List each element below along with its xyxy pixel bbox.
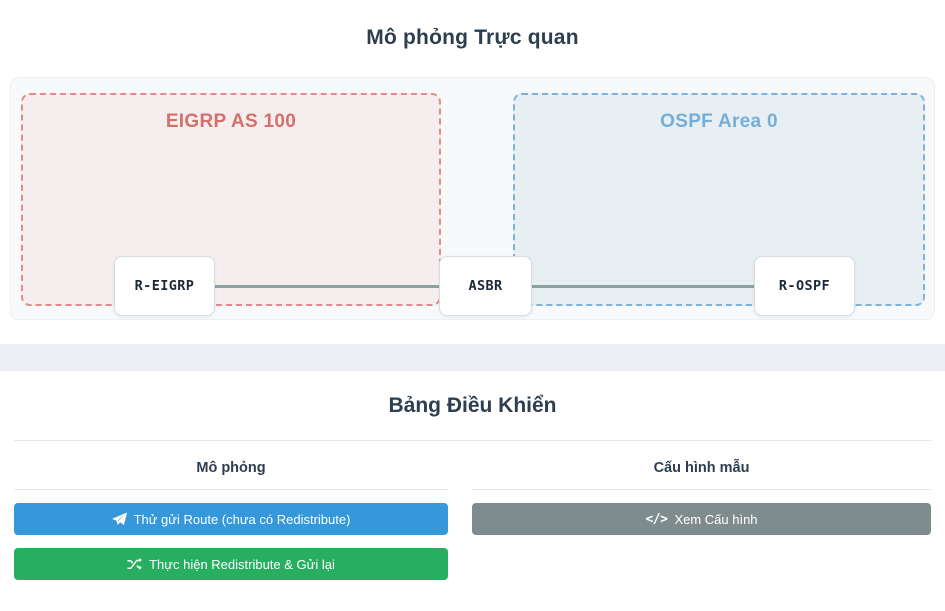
panel-column-config: Cấu hình mẫu </> Xem Cấu hình [462,441,945,580]
zone-ospf: OSPF Area 0 [513,93,925,306]
view-config-button-label: Xem Cấu hình [674,511,758,527]
code-icon: </> [645,511,668,527]
link-asbr-ospf [523,285,763,288]
column-rule-simulation [14,489,448,490]
topology-diagram: EIGRP AS 100 OSPF Area 0 R-EIGRP ASBR R-… [10,77,935,320]
send-route-button-label: Thử gửi Route (chưa có Redistribute) [133,511,351,527]
router-node-r-eigrp[interactable]: R-EIGRP [114,256,215,316]
section-separator [0,344,945,371]
zone-eigrp: EIGRP AS 100 [21,93,441,306]
control-panel-section: Bảng Điều Khiển Mô phỏng Thử gửi Route (… [0,371,945,580]
page-title: Mô phỏng Trực quan [366,26,579,49]
router-node-asbr[interactable]: ASBR [439,256,532,316]
column-heading-simulation: Mô phỏng [196,460,266,476]
column-rule-config [472,489,931,490]
view-config-button[interactable]: </> Xem Cấu hình [472,503,931,535]
redistribute-button-label: Thực hiện Redistribute & Gửi lại [149,556,335,572]
shuffle-icon [127,557,143,572]
panel-columns: Mô phỏng Thử gửi Route (chưa có Redistri… [0,441,945,580]
panel-divider [14,440,931,441]
panel-column-simulation: Mô phỏng Thử gửi Route (chưa có Redistri… [0,441,462,580]
control-panel-title: Bảng Điều Khiển [388,394,557,417]
link-eigrp-asbr [206,285,446,288]
redistribute-button[interactable]: Thực hiện Redistribute & Gửi lại [14,548,448,580]
send-route-button[interactable]: Thử gửi Route (chưa có Redistribute) [14,503,448,535]
column-heading-config: Cấu hình mẫu [653,460,750,476]
router-node-r-ospf[interactable]: R-OSPF [754,256,855,316]
zone-eigrp-label: EIGRP AS 100 [165,111,297,132]
zone-ospf-label: OSPF Area 0 [660,111,778,132]
paper-plane-icon [112,512,127,527]
visual-simulation-section: Mô phỏng Trực quan EIGRP AS 100 OSPF Are… [10,26,935,320]
